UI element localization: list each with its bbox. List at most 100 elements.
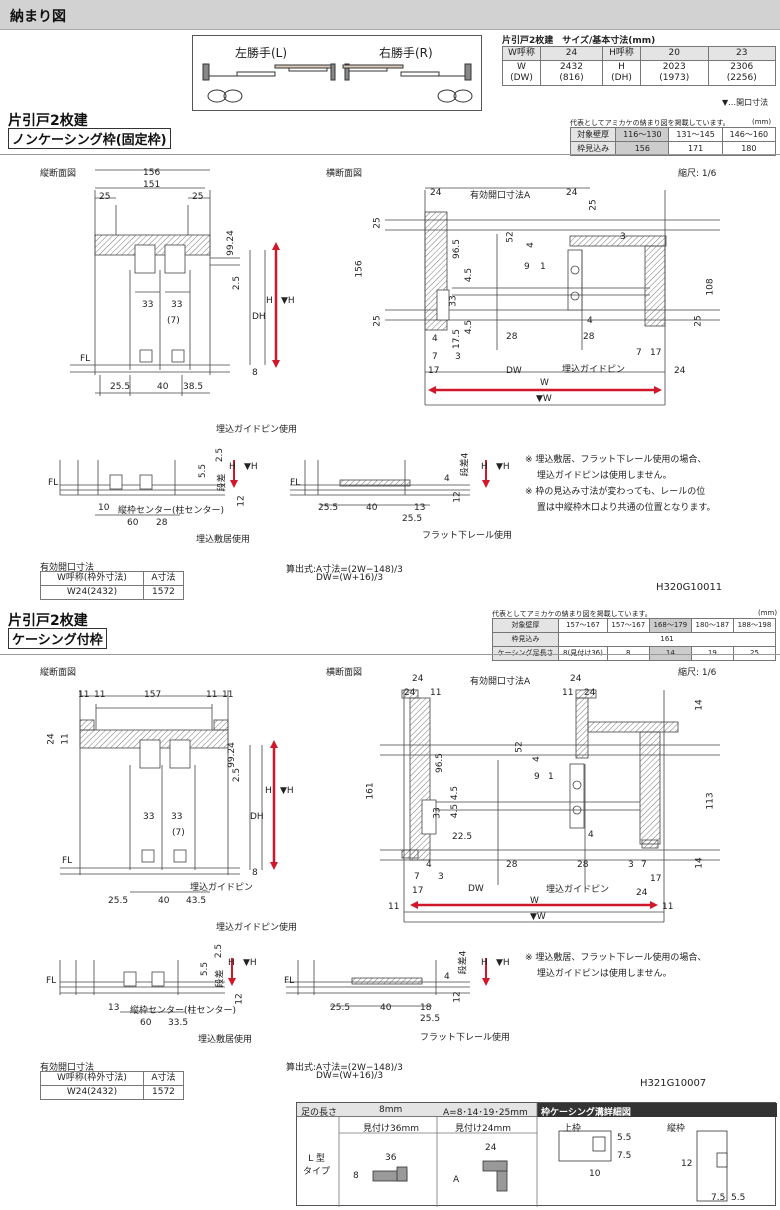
s2-r-11b: 11 (662, 902, 674, 912)
s2-sub1-25: 2.5 (214, 943, 225, 959)
rep1-row1-label: 対象壁厚 (569, 127, 617, 142)
s2-r-33: 33 (432, 807, 443, 819)
s2-r-24a: 24 (412, 674, 424, 684)
s2-sub1-60: 60 (140, 1018, 152, 1028)
s2-r-4: 4 (531, 756, 542, 762)
s2-l-H2: ▼H (280, 786, 294, 796)
s1-r-45a: 4.5 (464, 267, 475, 283)
s2-sub2-step: 段差4 (458, 950, 469, 975)
s2-r-17b: 17 (650, 874, 662, 884)
s2-sub1-step: 段差 (215, 969, 226, 988)
s2-r-45b: 4.5 (450, 803, 461, 819)
casing-sub-36: 見付け36mm (363, 1124, 419, 1134)
s1-r-guide: 埋込ガイドピン (562, 365, 626, 375)
s2-right-width-arrow (410, 901, 658, 909)
s1-r-108: 108 (705, 278, 716, 296)
section2-divider (0, 654, 780, 655)
s1-r-24a: 24 (430, 188, 442, 198)
s2-open-h1: W呼称(枠外寸法) (40, 1071, 144, 1086)
s2-l-157: 157 (144, 690, 162, 700)
page-header: 納まり図 (0, 0, 780, 30)
s1-l-156: 156 (143, 168, 161, 178)
s2-guide-caption: 埋込ガイドピン使用 (216, 923, 298, 933)
h-val-1: 23 (707, 46, 776, 61)
s2-l-DH: DH (250, 812, 264, 822)
s1-l-99: 99.24 (225, 230, 236, 256)
rep1-row1-c0: 116～130 (615, 127, 670, 142)
rep2-row2-label: 枠見込み (491, 632, 560, 647)
s1-code: H320G10011 (656, 582, 723, 593)
casing-head-row (297, 1103, 537, 1117)
s1-l-FL: FL (80, 354, 91, 364)
s2-sub1-12: 12 (234, 993, 245, 1005)
s2-sub2-h2: ▼H (496, 958, 510, 968)
s1-l-151: 151 (143, 180, 161, 190)
s1-left-height-arrow (272, 242, 280, 368)
section1-rep-note: 代表としてアミカケの納まり図を掲載しています。 (570, 119, 730, 127)
s2-sub2-4: 4 (444, 972, 450, 982)
s1-r-25d: 25 (693, 315, 704, 327)
s1-r-1: 1 (540, 262, 546, 272)
s2-r-52: 52 (514, 741, 525, 753)
casing-d12: 12 (681, 1159, 693, 1169)
s1-l-b3: 38.5 (183, 382, 204, 392)
s1-r-17: 17 (428, 366, 440, 376)
s1-sub1-25: 2.5 (215, 447, 226, 463)
s1-sub1-caption: 埋込敷居使用 (196, 535, 251, 545)
s1-r-45b: 4.5 (464, 319, 475, 335)
s1-right-width-arrow (428, 386, 662, 394)
rep1-row2-label: 枠見込み (569, 141, 617, 156)
s1-sub2-fl: FL (290, 478, 301, 488)
s2-open-title: 有効開口寸法 (40, 1063, 95, 1073)
s2-sub2-caption: フラット下レール使用 (420, 1033, 511, 1043)
s1-l-25a: 25 (99, 192, 111, 202)
casing-detail-head (537, 1103, 777, 1117)
casing-d8: 8 (353, 1171, 359, 1181)
s2-l-24: 24 (46, 733, 57, 745)
s1-l-DH: DH (252, 312, 266, 322)
opening-note: ▼…開口寸法 (722, 98, 769, 107)
s1-r-9: 9 (524, 262, 530, 272)
s2-r-14a: 14 (694, 699, 705, 711)
rep1-row2-c0: 156 (615, 141, 670, 156)
s2-r-11a: 11 (430, 688, 442, 698)
s1-sub1-h2: ▼H (244, 462, 258, 472)
s2-sub2-255b: 25.5 (420, 1014, 441, 1024)
s2-r-1: 1 (548, 772, 554, 782)
s2-open-r1: W24(2432) (40, 1085, 144, 1100)
s2-formula1: 算出式:A寸法=(2W−148)/3 (286, 1063, 403, 1073)
s2-l-11a: 11 (78, 690, 90, 700)
s2-r-7: 7 (414, 872, 420, 882)
casing-l-type: L 型 タイプ (303, 1154, 331, 1177)
w-row-label: W (DW) (502, 60, 541, 86)
size-table: W呼称 24 H呼称 20 23 W (DW) 2432 (816) H (DH… (502, 46, 776, 86)
s2-l-11b: 11 (94, 690, 106, 700)
s2-r-4c: 4 (426, 860, 432, 870)
s1-guide-caption: 埋込ガイドピン使用 (216, 425, 298, 435)
s2-l-25v: 2.5 (232, 767, 243, 783)
s2-sub2-12: 12 (452, 991, 463, 1003)
s1-sub2-255: 25.5 (318, 503, 339, 513)
s1-open-h1: W呼称(枠外寸法) (40, 571, 144, 586)
w-val: 24 (540, 46, 603, 61)
s1-sub1-12: 12 (236, 495, 247, 507)
casing-top-frame: 上枠 (563, 1124, 582, 1134)
s1-sub2-13: 13 (414, 503, 426, 513)
s1-sub-arrows (230, 460, 490, 488)
s1-r-DW: DW (506, 366, 522, 376)
s2-r-DW: DW (468, 884, 484, 894)
s2-l-guide: 埋込ガイドピン (190, 883, 254, 893)
s1-r-52: 52 (505, 231, 516, 243)
section2-unit: (mm) (758, 609, 778, 617)
s2-r-W: W (530, 896, 539, 906)
s1-r-4b: 4 (587, 316, 593, 326)
s2-l-99: 99.24 (226, 742, 237, 768)
s2-note-0: ※ 埋込敷居、フラット下レール使用の場合、 (525, 953, 707, 963)
s1-notes: ※ 埋込敷居、フラット下レール使用の場合、 埋込ガイドピンは使用しません。 ※ … (525, 452, 716, 516)
s1-sub1-55: 5.5 (198, 463, 209, 479)
s2-l-FL: FL (62, 856, 73, 866)
s1-l-25v: 2.5 (232, 275, 243, 291)
rep1-row2-c2: 180 (721, 141, 777, 156)
s2-sub1-caption: 埋込敷居使用 (198, 1035, 253, 1045)
s2-l-11e: 11 (60, 733, 71, 745)
